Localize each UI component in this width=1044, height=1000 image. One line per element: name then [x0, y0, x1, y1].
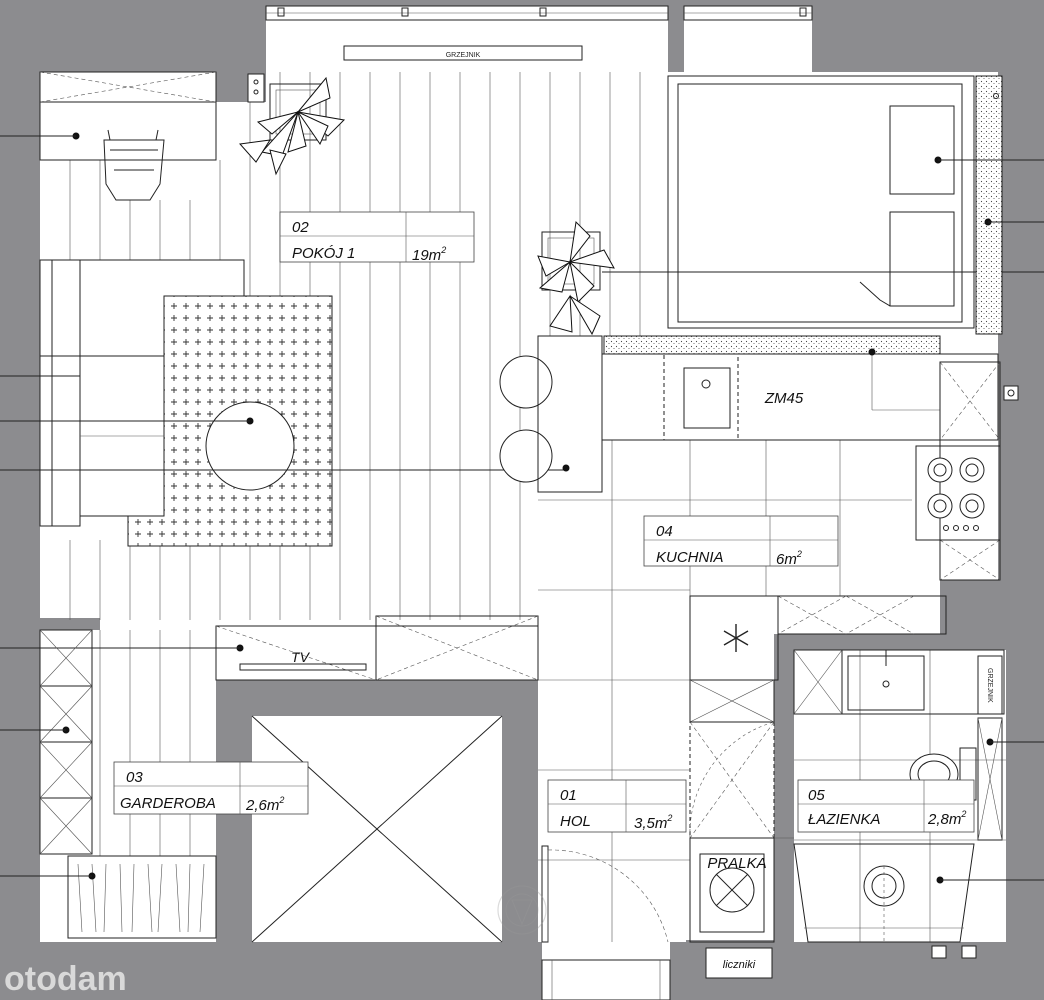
- room-area: 2,8m: [927, 811, 961, 828]
- radiator-bath-label: GRZEJNIK: [986, 668, 993, 703]
- room-name: HOL: [560, 813, 591, 830]
- stove-icon: [915, 445, 1001, 541]
- meters-label: liczniki: [723, 959, 756, 971]
- desk: [0, 71, 217, 161]
- bathroom-fixtures: GRZEJNIK: [793, 649, 1044, 841]
- room-area: 2,6m: [245, 797, 279, 814]
- room-name: POKÓJ 1: [292, 245, 355, 262]
- entrance-door: [541, 845, 669, 943]
- room-area-exponent: 2: [960, 809, 966, 819]
- room-area: 19m: [412, 247, 441, 264]
- wall-socket-top: [247, 73, 265, 103]
- coffee-table: [0, 401, 295, 491]
- freezer-icon: [723, 624, 749, 652]
- meters-box: liczniki: [705, 947, 773, 979]
- room-label-lazienka: 05 ŁAZIENKA 2,8m2: [797, 779, 975, 833]
- room-area-exponent: 2: [666, 813, 672, 823]
- room-name: GARDEROBA: [120, 795, 216, 812]
- room-area: 3,5m: [634, 815, 667, 832]
- bed: [603, 75, 1044, 355]
- radiator-top: GRZEJNIK: [343, 45, 583, 61]
- watermark-emblem: [497, 885, 547, 935]
- svg-text:3,5m2: 3,5m2: [634, 813, 672, 832]
- svg-text:6m2: 6m2: [776, 549, 802, 568]
- shower-icon: [793, 843, 1044, 959]
- watermark-text: otodam: [4, 960, 127, 998]
- room-number: 04: [656, 523, 673, 540]
- svg-text:2,6m2: 2,6m2: [245, 795, 284, 814]
- washer-icon: PRALKA: [689, 837, 775, 943]
- wardrobe: [0, 629, 93, 855]
- tv-label: TV: [291, 649, 311, 665]
- windows: [265, 5, 813, 1000]
- svg-text:19m2: 19m2: [412, 245, 446, 264]
- svg-text:2,8m2: 2,8m2: [927, 809, 966, 828]
- room-area-exponent: 2: [440, 245, 446, 255]
- plant-icon: [239, 76, 346, 176]
- desk-chair: [103, 129, 165, 201]
- room-label-garderoba: 03 GARDEROBA 2,6m2: [113, 761, 309, 815]
- room-number: 05: [808, 787, 825, 804]
- room-label-kuchnia: 04 KUCHNIA 6m2: [643, 515, 839, 568]
- room-area-exponent: 2: [796, 549, 802, 559]
- shoe-rack: [0, 855, 217, 939]
- room-name: ŁAZIENKA: [808, 811, 881, 828]
- room-label-hol: 01 HOL 3,5m2: [547, 779, 687, 833]
- room-name: KUCHNIA: [656, 549, 724, 566]
- tv-cabinet: TV: [0, 615, 539, 681]
- cabinet-label: ZM45: [764, 390, 804, 407]
- room-number: 01: [560, 787, 577, 804]
- washer-label: PRALKA: [707, 855, 766, 872]
- room-area: 6m: [776, 551, 797, 568]
- room-number: 02: [292, 219, 309, 236]
- radiator-top-label: GRZEJNIK: [446, 52, 481, 59]
- room-number: 03: [126, 769, 143, 786]
- shaft: [251, 715, 503, 943]
- room-label-pokoj: 02 POKÓJ 1 19m2: [279, 211, 475, 264]
- plant-icon: [537, 220, 1044, 336]
- bar-stools: [499, 335, 603, 493]
- room-area-exponent: 2: [278, 795, 284, 805]
